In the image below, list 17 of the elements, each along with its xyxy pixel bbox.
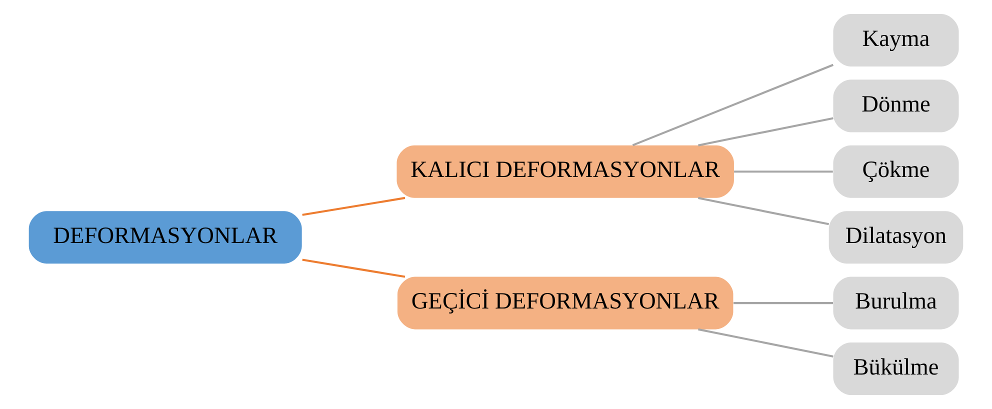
connector bbox=[302, 196, 406, 216]
node-box: Dönme bbox=[833, 80, 959, 132]
node-box: Bükülme bbox=[833, 342, 959, 396]
connector bbox=[698, 196, 830, 226]
node-box: Çökme bbox=[833, 145, 959, 198]
connector bbox=[734, 302, 834, 304]
connector bbox=[734, 170, 833, 173]
node-box: DEFORMASYONLAR bbox=[28, 211, 302, 264]
node-box: Burulma bbox=[833, 276, 959, 330]
node-box: Dilatasyon bbox=[828, 211, 964, 264]
connector bbox=[632, 64, 834, 146]
connector bbox=[698, 328, 834, 358]
node-box: GEÇİCİ DEFORMASYONLAR bbox=[397, 276, 734, 330]
node-box: Kayma bbox=[833, 14, 959, 67]
connector bbox=[698, 117, 834, 146]
node-box: KALICI DEFORMASYONLAR bbox=[396, 145, 734, 198]
connector bbox=[302, 258, 406, 278]
